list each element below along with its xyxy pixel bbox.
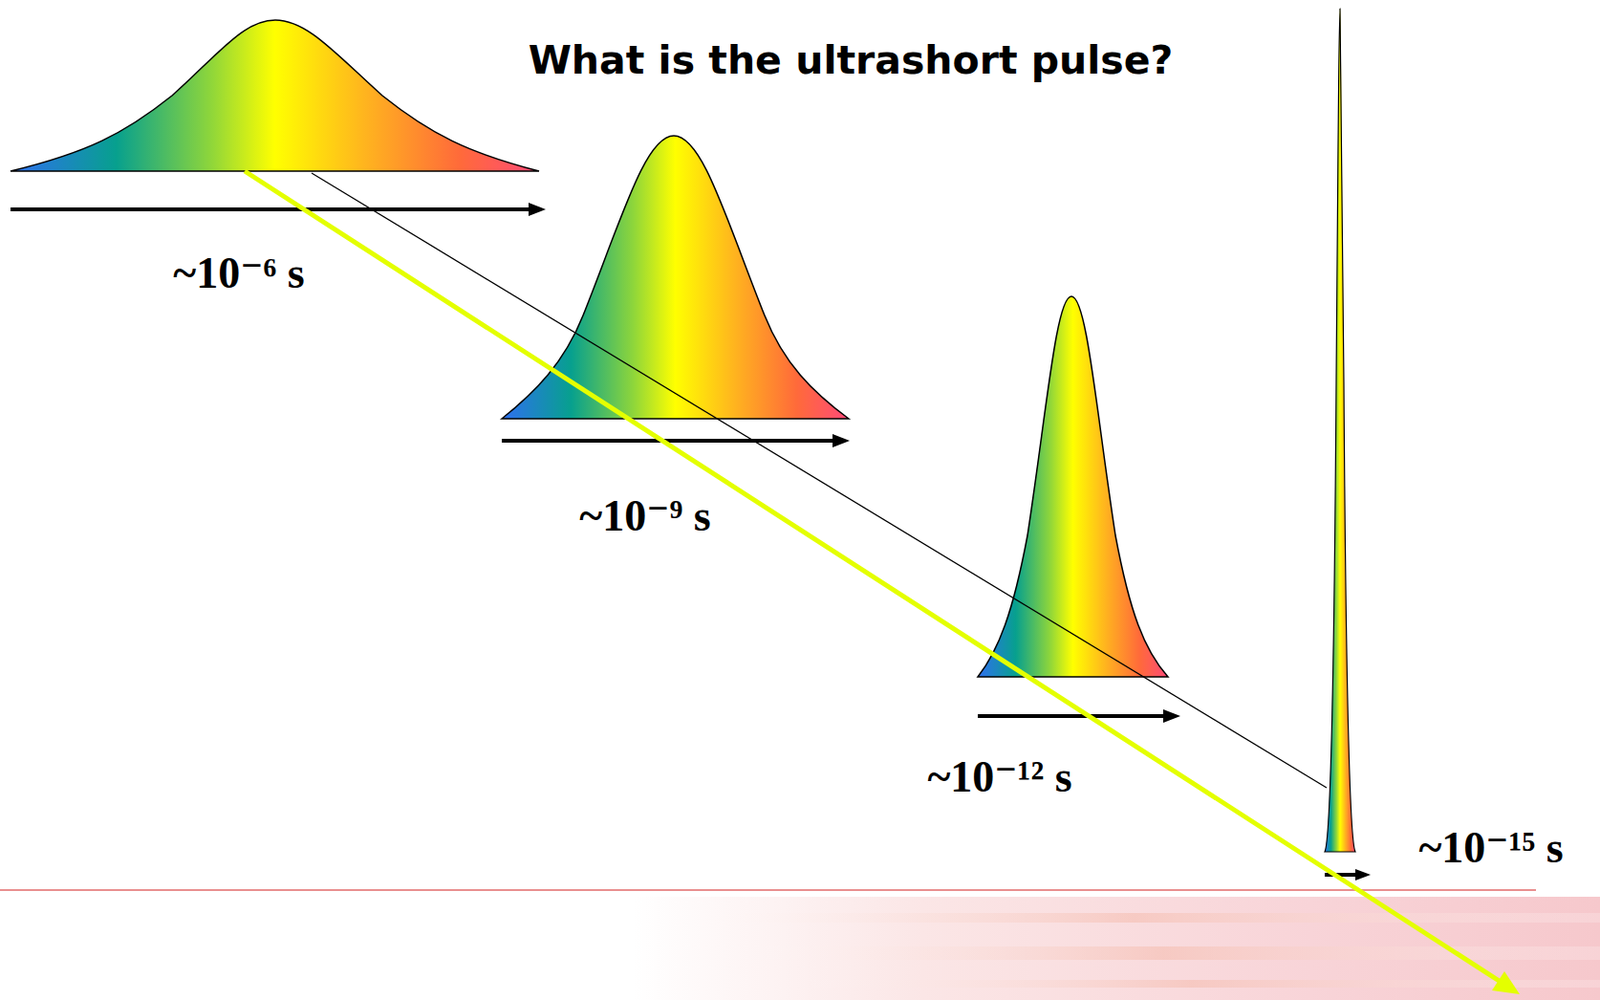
pulse-shape	[501, 135, 849, 419]
slide-title: What is the ultrashort pulse?	[528, 39, 1174, 83]
pulse-shape	[1324, 8, 1356, 852]
duration-label: ~10⁻¹⁵ s	[1418, 823, 1563, 873]
decor-streak	[669, 912, 1600, 923]
duration-label: ~10⁻⁶ s	[172, 249, 304, 299]
pulse-shape	[977, 296, 1168, 677]
rule-line	[0, 888, 1536, 890]
decor-streak	[783, 979, 1600, 988]
pulse-shape	[10, 20, 540, 172]
trend-arrowhead	[1491, 971, 1520, 995]
duration-arrows	[10, 202, 1371, 881]
duration-label: ~10⁻¹² s	[927, 753, 1072, 802]
duration-label: ~10⁻⁹ s	[579, 492, 711, 541]
guide-line	[311, 172, 1327, 788]
trend-arrow	[244, 171, 1501, 982]
decor-band	[632, 896, 1600, 1000]
decor-streak	[726, 946, 1600, 960]
